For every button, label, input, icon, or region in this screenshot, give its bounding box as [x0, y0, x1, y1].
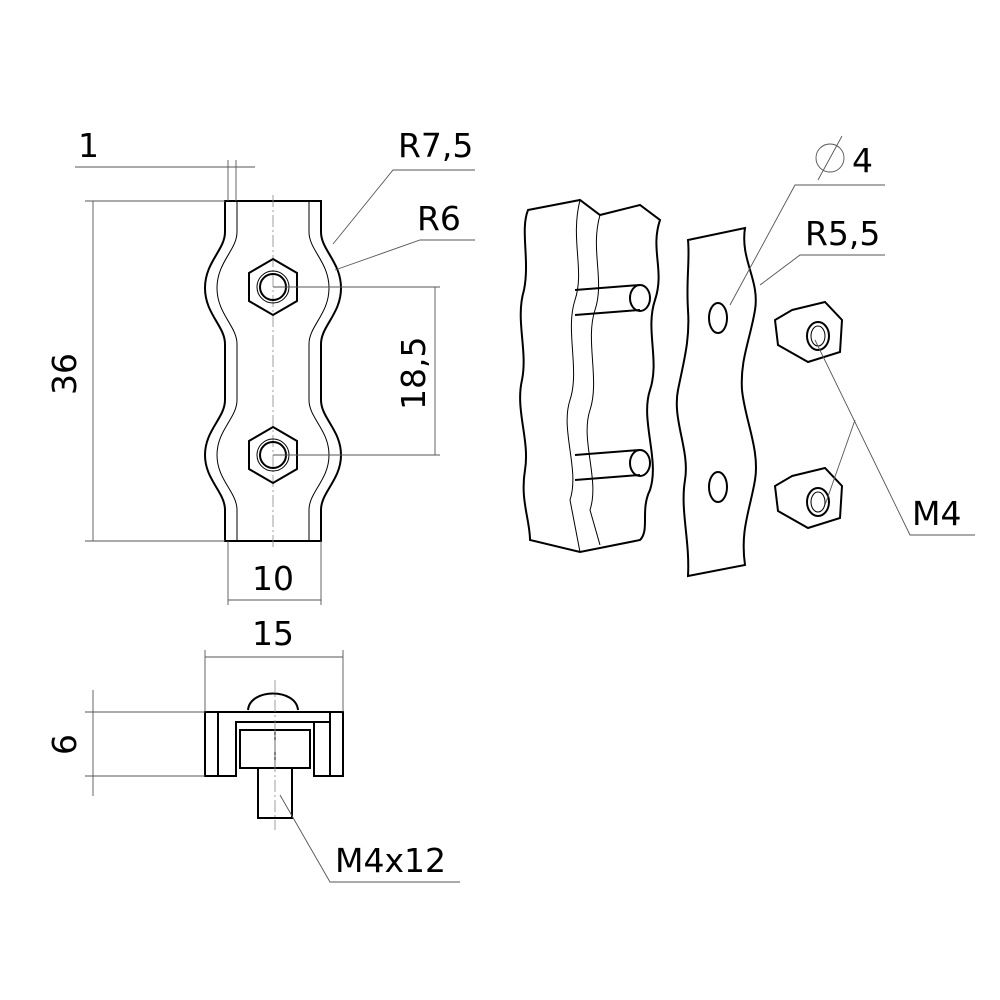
dim-width-inner: 10 — [252, 559, 294, 598]
exploded-view — [519, 135, 975, 578]
front-view — [75, 160, 475, 605]
dim-thickness: 1 — [78, 126, 99, 165]
dim-depth: 6 — [45, 734, 84, 755]
dim-height: 36 — [45, 353, 84, 395]
side-view — [85, 650, 460, 883]
nut-iso-bottom — [773, 466, 844, 530]
dim-bolt-spacing: 18,5 — [394, 337, 433, 410]
dim-inner-radius: R6 — [417, 199, 461, 238]
dim-outer-radius: R7,5 — [398, 126, 473, 165]
dim-nut: M4 — [912, 494, 961, 533]
dim-hole-diameter: 4 — [852, 141, 873, 180]
nut-iso-top — [773, 300, 844, 364]
dim-plate-radius: R5,5 — [805, 214, 880, 253]
dim-bolt: M4x12 — [335, 841, 446, 880]
dim-width-outer: 15 — [252, 614, 294, 653]
